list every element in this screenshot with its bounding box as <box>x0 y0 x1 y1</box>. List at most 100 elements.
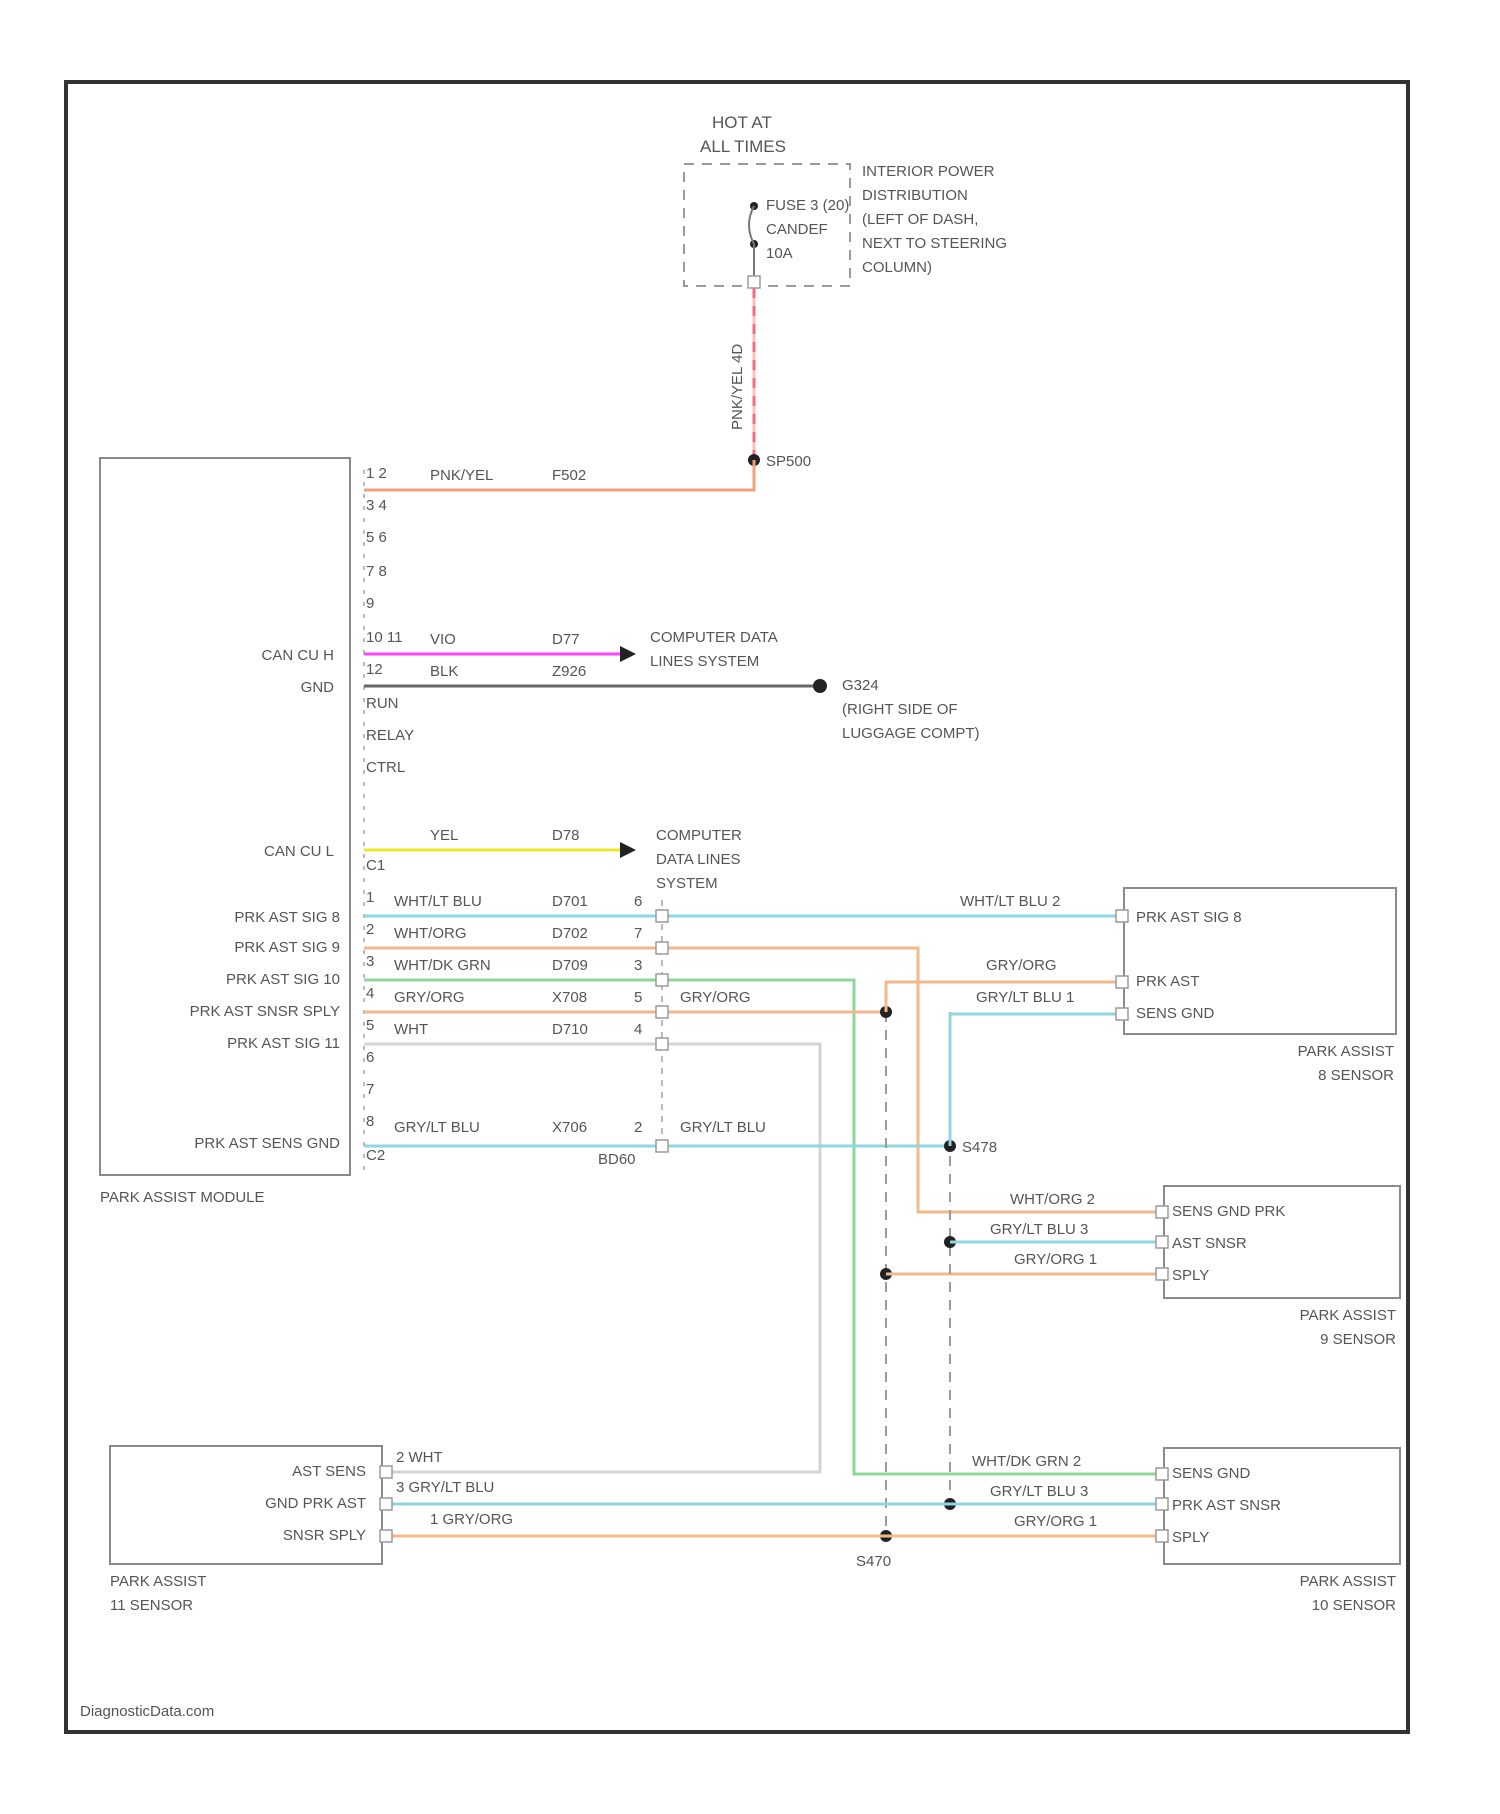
c2-wire-color: WHT/ORG <box>394 925 467 942</box>
sensor11-pin-label: AST SENS <box>292 1463 366 1480</box>
sensor8-wire-bot: GRY/LT BLU 1 <box>976 989 1074 1006</box>
wire-can-l-circuit: D78 <box>552 827 580 844</box>
module-label-run: RUN <box>366 695 399 712</box>
sensor9-pin-label: SPLY <box>1172 1267 1209 1284</box>
module-label-sig9: PRK AST SIG 9 <box>234 939 340 956</box>
wire-can-h-color: VIO <box>430 631 456 648</box>
cdl2-line1: COMPUTER <box>656 827 742 844</box>
sensor8-name-line2: 8 SENSOR <box>1318 1067 1394 1084</box>
wire-sig9 <box>364 948 1158 1212</box>
sensor11-pin <box>380 1466 392 1478</box>
c2-wire-circuit: X708 <box>552 989 587 1006</box>
sensor9-name-line1: PARK ASSIST <box>1300 1307 1396 1324</box>
fuse-location-line3: (LEFT OF DASH, <box>862 211 978 228</box>
sensor9-pin-label: SENS GND PRK <box>1172 1203 1285 1220</box>
module-pin: 7 <box>366 1081 374 1098</box>
c2-wire-circuit: X706 <box>552 1119 587 1136</box>
fuse-part-label: CANDEF <box>766 221 828 238</box>
c2-far-pin: 6 <box>634 893 642 910</box>
sensor8-pin <box>1116 976 1128 988</box>
bd60-pin <box>656 974 668 986</box>
module-pin: 3 <box>366 953 374 970</box>
wire-ground-circuit: Z926 <box>552 663 586 680</box>
footer-watermark: DiagnosticData.com <box>80 1703 214 1720</box>
sensor11-name-line1: PARK ASSIST <box>110 1573 206 1590</box>
cdl1-line2: LINES SYSTEM <box>650 653 759 670</box>
sensor11-pin-label: GND PRK AST <box>265 1495 366 1512</box>
sensor11-pin-label: SNSR SPLY <box>283 1527 366 1544</box>
ground-line1: G324 <box>842 677 879 694</box>
sensor11-wire-bot: 1 GRY/ORG <box>430 1511 513 1528</box>
cdl2-line2: DATA LINES <box>656 851 740 868</box>
module-label-relay: RELAY <box>366 727 414 744</box>
sensor8-pin-label: SENS GND <box>1136 1005 1215 1022</box>
sensor8-pin <box>1116 1008 1128 1020</box>
c2-far-pin: 7 <box>634 925 642 942</box>
sensor10-pin <box>1156 1530 1168 1542</box>
wire-can-l-color: YEL <box>430 827 458 844</box>
sensor8-wire-top: WHT/LT BLU 2 <box>960 893 1060 910</box>
c2-far-pin: 4 <box>634 1021 642 1038</box>
wire-power-color: PNK/YEL <box>430 467 493 484</box>
fuse-location-line5: COLUMN) <box>862 259 932 276</box>
cdl2-line3: SYSTEM <box>656 875 718 892</box>
module-pin: 9 <box>366 595 374 612</box>
bd60-pin <box>656 1038 668 1050</box>
module-pin: 1 <box>366 889 374 906</box>
sensor11-pin <box>380 1530 392 1542</box>
module-label-can-cu-l: CAN CU L <box>264 843 334 860</box>
module-label-gnd: GND <box>301 679 335 696</box>
module-pin: C2 <box>366 1147 385 1164</box>
park-assist-module <box>100 458 350 1175</box>
module-pin: 12 <box>366 661 383 678</box>
sensor9-wire-top: WHT/ORG 2 <box>1010 1191 1095 1208</box>
grylt-mid-label: GRY/LT BLU <box>680 1119 766 1136</box>
sensor9-pin <box>1156 1236 1168 1248</box>
wire-ground-color: BLK <box>430 663 458 680</box>
module-pin: 6 <box>366 1049 374 1066</box>
ground-line2: (RIGHT SIDE OF <box>842 701 958 718</box>
park-assist-module-name: PARK ASSIST MODULE <box>100 1189 265 1206</box>
c2-wire-circuit: D702 <box>552 925 588 942</box>
cdl1-line1: COMPUTER DATA <box>650 629 778 646</box>
c2-wire-circuit: D701 <box>552 893 588 910</box>
c2-wire-color: WHT <box>394 1021 428 1038</box>
connector-bd60-label: BD60 <box>598 1151 636 1168</box>
can-h-arrow <box>620 646 636 662</box>
module-pin: 1 2 <box>366 465 387 482</box>
bd60-pin <box>656 910 668 922</box>
all-times-label: ALL TIMES <box>700 137 786 156</box>
power-wire-vertical-label: PNK/YEL 4D <box>729 344 746 430</box>
sensor11-wire-mid: 3 GRY/LT BLU <box>396 1479 494 1496</box>
sensor10-pin-label: SENS GND <box>1172 1465 1251 1482</box>
fuse-location-line4: NEXT TO STEERING <box>862 235 1007 252</box>
c2-far-pin: 5 <box>634 989 642 1006</box>
sensor8-pin-label: PRK AST <box>1136 973 1199 990</box>
sensor9-name-line2: 9 SENSOR <box>1320 1331 1396 1348</box>
c2-wire-color: GRY/ORG <box>394 989 465 1006</box>
sensor11-wire-top: 2 WHT <box>396 1449 443 1466</box>
sensor10-pin-label: SPLY <box>1172 1529 1209 1546</box>
fuse-element <box>749 206 754 244</box>
sensor10-pin <box>1156 1498 1168 1510</box>
wire-power-circuit: F502 <box>552 467 586 484</box>
sensor11-pin <box>380 1498 392 1510</box>
sensor10-wire-mid: GRY/LT BLU 3 <box>990 1483 1088 1500</box>
c2-wire-color: GRY/LT BLU <box>394 1119 480 1136</box>
module-pin: 7 8 <box>366 563 387 580</box>
sensor9-pin-label: AST SNSR <box>1172 1235 1247 1252</box>
module-label-can-cu-h: CAN CU H <box>261 647 334 664</box>
module-pin: 5 <box>366 1017 374 1034</box>
wire-s478-to-sensor8 <box>950 1014 1118 1146</box>
bd60-pin <box>656 942 668 954</box>
sensor11-name-line2: 11 SENSOR <box>110 1597 193 1614</box>
fuse-rating-label: 10A <box>766 245 793 262</box>
can-l-arrow <box>620 842 636 858</box>
module-pin: 3 4 <box>366 497 387 514</box>
bd60-pin <box>656 1006 668 1018</box>
splice-s470-label: S470 <box>856 1553 891 1570</box>
c2-wire-circuit: D710 <box>552 1021 588 1038</box>
sensor10-wire-top: WHT/DK GRN 2 <box>972 1453 1081 1470</box>
fuse-location-line1: INTERIOR POWER <box>862 163 995 180</box>
